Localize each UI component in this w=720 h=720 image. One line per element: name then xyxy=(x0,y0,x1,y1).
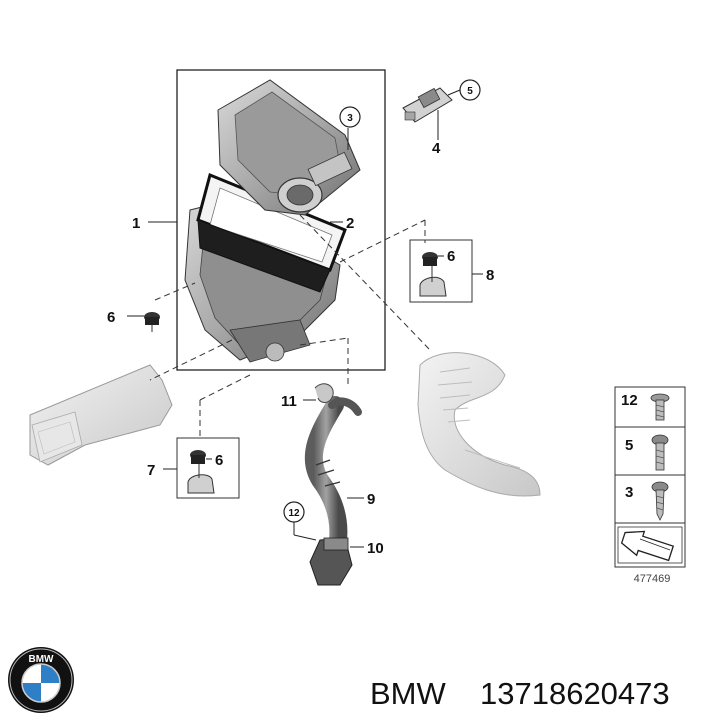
callouts: 1 2 3 4 5 6 6 6 7 8 9 10 11 12 xyxy=(107,79,494,557)
callout-10: 10 xyxy=(367,540,384,557)
callout-1: 1 xyxy=(132,215,140,232)
bmw-logo-icon: BMW xyxy=(8,647,74,713)
callout-2: 2 xyxy=(346,215,354,232)
legend-label-5: 5 xyxy=(625,437,633,454)
screw-12-icon xyxy=(650,393,670,421)
screw-3-icon xyxy=(651,481,669,521)
legend-label-12: 12 xyxy=(621,392,638,409)
filter-element xyxy=(196,172,347,293)
callout-11: 11 xyxy=(281,393,297,410)
dashed-assembly-lines xyxy=(149,214,431,440)
callout-8: 8 xyxy=(486,267,494,284)
footer-part-number: 13718620473 xyxy=(480,676,670,711)
leader-lines xyxy=(127,89,483,548)
callout-3-circle: 3 xyxy=(339,106,361,128)
callout-12-circle: 12 xyxy=(283,501,305,523)
callout-6-box7: 6 xyxy=(215,452,223,469)
fastener-legend: 12 5 3 xyxy=(614,386,686,568)
callout-4: 4 xyxy=(432,140,441,157)
charge-air-duct xyxy=(417,352,541,497)
breather-hose xyxy=(304,396,362,549)
svg-text:BMW: BMW xyxy=(29,654,55,665)
hose-connector xyxy=(309,537,353,586)
air-flow-sensor xyxy=(402,87,453,123)
callout-6-box8: 6 xyxy=(447,248,455,265)
callout-5-circle: 5 xyxy=(459,79,481,101)
rubber-mount-7 xyxy=(190,450,206,464)
screw-5-icon xyxy=(651,434,669,471)
rubber-mount-8 xyxy=(422,252,438,266)
air-filter-cover xyxy=(217,79,361,216)
assembly-frame xyxy=(176,69,386,371)
callout-12: 12 xyxy=(288,508,300,519)
callout-3: 3 xyxy=(347,113,353,124)
intake-duct xyxy=(29,364,173,466)
callout-5: 5 xyxy=(467,86,473,97)
callout-6-left: 6 xyxy=(107,309,115,326)
callout-7: 7 xyxy=(147,462,155,479)
arrow-symbol-icon xyxy=(617,526,683,564)
reference-number: 477469 xyxy=(634,573,671,585)
hose-clip xyxy=(314,383,334,403)
legend-label-3: 3 xyxy=(625,484,633,501)
bracket-8 xyxy=(419,266,447,297)
callout-9: 9 xyxy=(367,491,375,508)
footer-brand: BMW xyxy=(370,676,447,711)
bracket-7 xyxy=(187,464,215,494)
rubber-mount-left xyxy=(144,312,160,332)
